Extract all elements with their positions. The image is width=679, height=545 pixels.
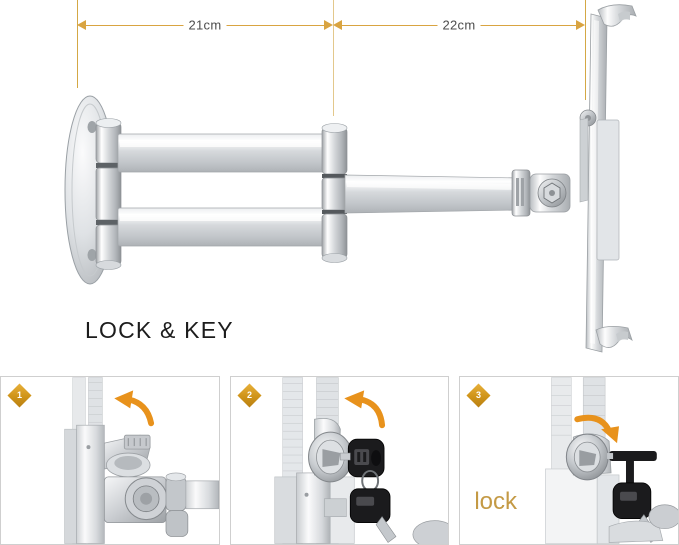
panel-badge-3-number: 3	[476, 389, 482, 400]
upper-arm-segment	[117, 133, 329, 173]
wall-hinge-barrels	[95, 118, 122, 270]
panel-2-illustration	[274, 377, 449, 544]
detail-panel-2: 2	[229, 376, 450, 545]
panel-3-illustration	[545, 377, 679, 544]
product-diagram: 21cm 22cm	[64, 0, 637, 353]
key-inserted	[607, 451, 658, 483]
guide-line-vesa-bracket	[585, 0, 586, 100]
detail-panel-3: 3 lock	[459, 376, 679, 545]
curved-arrow-icon-2	[343, 390, 385, 429]
key-lower	[349, 488, 397, 543]
guide-line-wall-plate	[77, 0, 78, 88]
curved-arrow-icon-3	[574, 414, 620, 444]
dimension-22cm-label: 22cm	[437, 17, 481, 33]
detail-panel-strip: 1	[0, 376, 679, 545]
key-upper	[339, 438, 385, 478]
detail-panel-1: 1	[0, 376, 220, 545]
middle-elbow-joint	[321, 123, 348, 263]
extension-arm	[344, 174, 522, 214]
dimension-21cm: 21cm	[77, 17, 333, 33]
panel-1-illustration	[64, 377, 219, 544]
tilt-knuckle-joint	[511, 169, 571, 217]
guide-line-mid-joint	[333, 0, 334, 116]
panel-badge-2-number: 2	[246, 389, 252, 400]
wall-mount-illustration	[64, 4, 637, 353]
dimension-22cm: 22cm	[333, 17, 585, 33]
panel-3-caption: lock	[474, 488, 518, 515]
vesa-vertical-rail	[579, 4, 637, 353]
curved-arrow-icon-1	[114, 390, 155, 427]
lock-and-key-heading: LOCK & KEY	[85, 317, 234, 343]
lower-arm-segment	[117, 207, 329, 247]
dimension-21cm-label: 21cm	[183, 17, 227, 33]
panel-badge-1-number: 1	[16, 389, 23, 400]
